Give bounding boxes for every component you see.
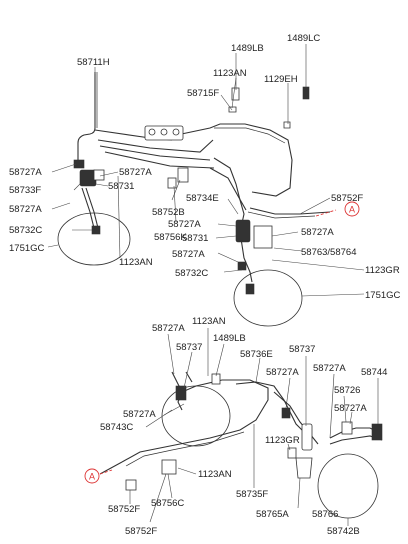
union-left-a	[73, 159, 85, 169]
label-58731-b: 58731	[182, 233, 208, 244]
label-1123gr-b: 1123GR	[265, 435, 300, 446]
label-58763-58764: 58763/58764	[301, 247, 356, 258]
label-58715f: 58715F	[187, 88, 219, 99]
union-right	[237, 261, 247, 271]
bracket-58763	[253, 225, 273, 249]
label-58727a-b: 58727A	[119, 167, 152, 178]
label-1123gr-a: 1123GR	[365, 265, 400, 276]
label-58743c: 58743C	[100, 422, 133, 433]
hose-end-left	[91, 225, 101, 235]
bracket-58752b	[177, 167, 189, 183]
union-58727a-lower	[281, 407, 291, 419]
bracket-58765a	[295, 457, 313, 479]
brake-disc-front-right	[233, 269, 303, 327]
upper-components	[57, 86, 310, 327]
label-58732c-a: 58732C	[9, 225, 42, 236]
label-58756k: 58756K	[154, 232, 187, 243]
label-58727a-d: 58727A	[168, 219, 201, 230]
label-58737-b: 58737	[289, 344, 315, 355]
label-1751gc-b: 1751GC	[365, 290, 401, 301]
hose-58737-right	[301, 423, 313, 451]
label-58727a-c: 58727A	[9, 204, 42, 215]
label-58756c: 58756C	[151, 498, 184, 509]
label-58727a-a: 58727A	[9, 167, 42, 178]
label-58727a-j: 58727A	[334, 403, 367, 414]
label-58732c-b: 58732C	[175, 268, 208, 279]
label-58742b: 58742B	[327, 526, 360, 537]
label-1129eh: 1129EH	[264, 74, 298, 85]
brake-disc-rear-left	[161, 385, 231, 447]
label-58737-a: 58737	[176, 342, 202, 353]
label-58727a-h: 58727A	[266, 367, 299, 378]
label-1123an-bot: 1123AN	[198, 469, 232, 480]
label-1123an-mid: 1123AN	[119, 257, 153, 268]
brake-disc-front-left	[57, 212, 131, 266]
label-58726: 58726	[334, 385, 360, 396]
leader-lines	[47, 44, 379, 526]
label-58735f: 58735F	[236, 489, 268, 500]
label-58727a-i: 58727A	[313, 363, 346, 374]
label-58736e: 58736E	[240, 349, 273, 360]
label-1489lb-low: 1489LB	[213, 333, 246, 344]
label-58711h: 58711H	[77, 57, 110, 68]
label-1489lb-top: 1489LB	[231, 43, 264, 54]
label-1123an-top: 1123AN	[213, 68, 247, 79]
bracket-58752f-lower	[125, 479, 137, 491]
label-1751gc-a: 1751GC	[9, 243, 45, 254]
label-1123an-low: 1123AN	[192, 316, 226, 327]
bracket-58756c	[161, 459, 177, 475]
ref-a-bottom-text: A	[89, 472, 95, 482]
ref-a-bottom: A	[84, 468, 100, 484]
label-58727a-k: 58727A	[123, 409, 156, 420]
clip-1489lc	[302, 86, 310, 100]
part-labels: 1489LC 1489LB 58711H 1123AN 1129EH 58715…	[9, 33, 401, 537]
label-58733f: 58733F	[9, 185, 41, 196]
ref-a-top-text: A	[349, 205, 355, 215]
ref-a-top: A	[344, 201, 360, 217]
label-58727a-f: 58727A	[172, 249, 205, 260]
label-58752b: 58752B	[152, 207, 185, 218]
label-58752f-bot2: 58752F	[125, 526, 157, 537]
bracket-58756k	[167, 177, 177, 189]
label-1489lc: 1489LC	[287, 33, 320, 44]
label-58731-a: 58731	[108, 181, 134, 192]
hose-end-right	[245, 283, 255, 295]
label-58752f-bot: 58752F	[108, 504, 140, 515]
junction-58731-left	[79, 169, 97, 187]
bolt-1123gr-lower	[287, 447, 297, 459]
bracket-1489lb-lower	[211, 373, 221, 385]
label-58765a: 58765A	[256, 509, 289, 520]
label-58727a-g: 58727A	[152, 323, 185, 334]
label-58744: 58744	[361, 367, 387, 378]
hose-58744	[371, 423, 383, 441]
label-58734e: 58734E	[186, 193, 219, 204]
bracket-1489lb	[231, 87, 240, 101]
label-58727a-e: 58727A	[301, 227, 334, 238]
junction-58731-right	[235, 219, 251, 243]
union-58726	[341, 421, 353, 435]
label-58766: 58766	[312, 509, 338, 520]
bolt-58727a-left	[93, 169, 105, 181]
rear-hose-58737-left	[175, 385, 187, 401]
label-58752f-top: 58752F	[331, 193, 363, 204]
lower-brake-pipes	[99, 371, 383, 475]
bolt-1129eh	[283, 121, 291, 129]
